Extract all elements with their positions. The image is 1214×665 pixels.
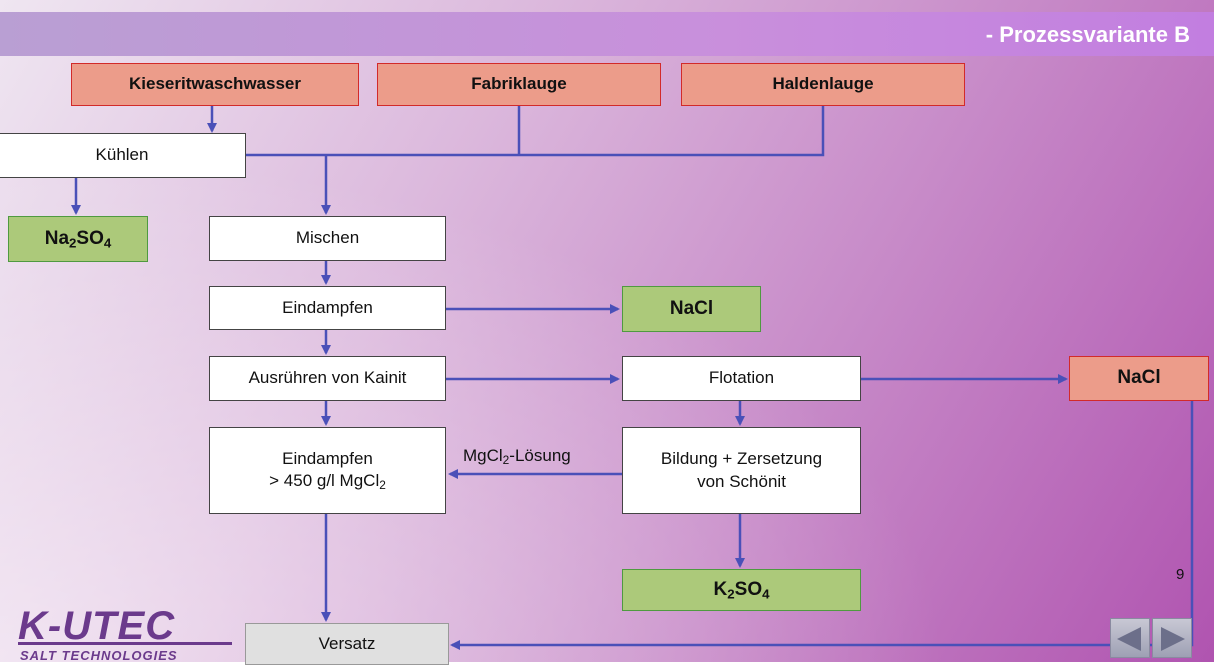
input-haldenlauge: Haldenlauge <box>681 63 965 106</box>
product-k2so4-sub2: 4 <box>762 585 770 601</box>
step-eindampfen-mgcl2: Eindampfen > 450 g/l MgCl2 <box>209 427 446 514</box>
step-eindampfen-mgcl2-line2: > 450 g/l MgCl2 <box>269 470 386 493</box>
arrow-right-icon <box>1161 627 1185 651</box>
next-slide-button[interactable] <box>1152 618 1192 658</box>
logo-tagline: SALT TECHNOLOGIES <box>20 648 178 663</box>
product-k2so4-formula: K2SO4 <box>714 578 770 603</box>
step-bildung-schoenit: Bildung + Zersetzung von Schönit <box>622 427 861 514</box>
step-bildung-schoenit-line2: von Schönit <box>697 471 786 491</box>
product-k2so4-so: SO <box>734 578 763 600</box>
label-mgcl2-loesung: MgCl2-Lösung <box>463 446 571 467</box>
step-flotation: Flotation <box>622 356 861 401</box>
step-eindampfen-mgcl2-line1: Eindampfen <box>282 448 373 468</box>
product-nacl: NaCl <box>622 286 761 332</box>
product-na2so4: Na2SO4 <box>8 216 148 262</box>
step-ausruehren-kainit-label: Ausrühren von Kainit <box>248 368 407 388</box>
input-kieseritwaschwasser-label: Kieseritwaschwasser <box>129 74 301 94</box>
input-haldenlauge-label: Haldenlauge <box>772 74 874 94</box>
product-k2so4-sub1: 2 <box>727 585 735 601</box>
step-eindampfen: Eindampfen <box>209 286 446 330</box>
logo-wordmark: K-UTEC <box>18 604 176 648</box>
step-versatz-label: Versatz <box>318 633 376 653</box>
label-mgcl2-text: MgCl <box>463 446 503 465</box>
step-mischen-label: Mischen <box>295 228 360 248</box>
step-versatz: Versatz <box>245 623 449 665</box>
product-k2so4: K2SO4 <box>622 569 861 611</box>
product-na2so4-sub1: 2 <box>69 234 77 250</box>
page-title: - Prozessvariante B <box>985 22 1190 47</box>
label-mgcl2-sub: 2 <box>502 452 510 467</box>
product-k2so4-k: K <box>713 578 728 600</box>
step-kuehlen: Kühlen <box>0 133 246 178</box>
step-flotation-label: Flotation <box>708 368 775 388</box>
step-eindampfen-mgcl2-line2-text: > 450 g/l MgCl <box>269 470 380 490</box>
product-nacl-flotation: NaCl <box>1069 356 1209 401</box>
arrow-left-icon <box>1117 627 1141 651</box>
arrow-nacl-versatz <box>450 401 1194 650</box>
header-bar: - Prozessvariante B <box>0 12 1214 56</box>
step-ausruehren-kainit: Ausrühren von Kainit <box>209 356 446 401</box>
prev-slide-button[interactable] <box>1110 618 1150 658</box>
input-kieseritwaschwasser: Kieseritwaschwasser <box>71 63 359 106</box>
product-na2so4-formula: Na2SO4 <box>45 227 112 252</box>
step-bildung-schoenit-line1: Bildung + Zersetzung <box>660 449 823 469</box>
step-kuehlen-label: Kühlen <box>95 145 149 165</box>
page-number: 9 <box>1176 566 1185 583</box>
kutec-logo: K-UTEC SALT TECHNOLOGIES <box>18 604 238 663</box>
product-nacl-flotation-label: NaCl <box>1117 367 1161 389</box>
product-na2so4-sub2: 4 <box>103 234 112 250</box>
product-na2so4-so: SO <box>76 227 104 249</box>
logo-underline <box>18 642 232 645</box>
step-eindampfen-label: Eindampfen <box>282 297 373 317</box>
step-mischen: Mischen <box>209 216 446 261</box>
line-haldenlauge <box>246 106 825 157</box>
label-mgcl2-suffix: -Lösung <box>509 446 571 465</box>
product-na2so4-na: Na <box>44 227 70 249</box>
input-fabriklauge: Fabriklauge <box>377 63 661 106</box>
step-eindampfen-mgcl2-line2-sub: 2 <box>379 477 386 492</box>
product-nacl-label: NaCl <box>669 297 714 319</box>
input-fabriklauge-label: Fabriklauge <box>471 74 567 94</box>
